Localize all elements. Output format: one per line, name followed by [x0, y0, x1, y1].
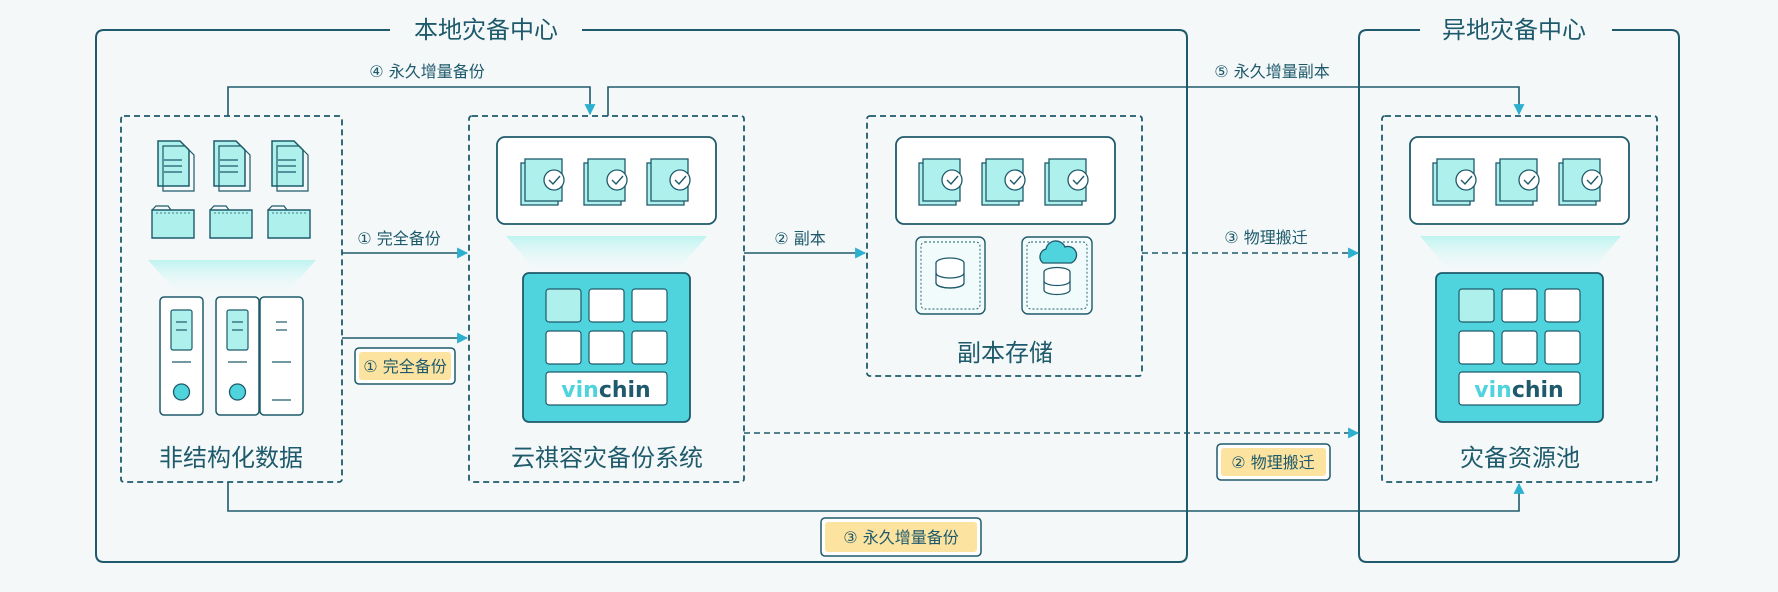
vinchin-logo: vinchin	[561, 378, 650, 403]
local-dr-center-title: 本地灾备中心	[414, 16, 558, 44]
replica-file-icon	[918, 158, 963, 206]
flow-incremental-replica: ⑤ 永久增量副本	[607, 62, 1525, 116]
vinchin-logo-part2: chin	[599, 378, 651, 403]
flow-incremental-backup-top: ④ 永久增量备份	[227, 62, 596, 116]
unstructured-data-label: 非结构化数据	[159, 444, 303, 472]
replica-file-icon	[1044, 158, 1089, 206]
replica-storage-node: 副本存储	[866, 115, 1143, 377]
remote-dr-center-title: 异地灾备中心	[1442, 16, 1586, 44]
badge-full-backup-label: ① 完全备份	[363, 357, 446, 376]
local-dr-center-frame: 本地灾备中心	[95, 16, 1188, 563]
cloud-database-icon	[1021, 236, 1093, 315]
backup-system-label: 云祺容灾备份系统	[511, 444, 703, 472]
flow-incremental-backup-bottom	[227, 482, 1525, 512]
remote-dr-center-frame: 异地灾备中心	[1358, 16, 1680, 563]
replica-storage-label: 副本存储	[957, 339, 1053, 367]
vinchin-logo-part1: vin	[561, 378, 599, 403]
server-icon	[259, 296, 304, 416]
server-icon	[215, 296, 260, 416]
flow-incremental-backup-top-label: ④ 永久增量备份	[369, 62, 484, 81]
flow-replica: ② 副本	[744, 229, 867, 259]
pool-file-icon	[1558, 158, 1603, 206]
document-icon	[213, 140, 251, 192]
folder-icon	[151, 205, 195, 239]
database-icon	[915, 236, 986, 315]
unstructured-data-node: 非结构化数据	[120, 115, 343, 483]
vinchin-logo: vinchin	[1474, 378, 1563, 403]
document-icon	[157, 140, 195, 192]
badge-incremental-backup-label: ③ 永久增量备份	[843, 528, 958, 547]
pool-file-icon	[1495, 158, 1540, 206]
backup-file-icon	[520, 158, 565, 206]
backup-file-icon	[583, 158, 628, 206]
flow-physical-migrate-label: ③ 物理搬迁	[1224, 228, 1307, 247]
badge-incremental-backup: ③ 永久增量备份	[820, 517, 982, 557]
badge-full-backup: ① 完全备份	[354, 347, 456, 385]
document-icon	[271, 140, 309, 192]
backup-file-icon	[646, 158, 691, 206]
folder-icon	[209, 205, 253, 239]
vinchin-appliance-icon: vinchin	[522, 272, 691, 423]
server-icon	[159, 296, 204, 416]
vinchin-appliance-icon: vinchin	[1435, 272, 1604, 423]
dr-resource-pool-node: vinchin 灾备资源池	[1381, 115, 1658, 483]
badge-physical-migrate-label: ② 物理搬迁	[1231, 453, 1314, 472]
flow-incremental-replica-label: ⑤ 永久增量副本	[1214, 62, 1329, 81]
flow-full-backup: ① 完全备份	[342, 229, 469, 259]
dr-resource-pool-label: 灾备资源池	[1460, 444, 1580, 472]
backup-system-node: vinchin 云祺容灾备份系统	[468, 115, 745, 483]
flow-physical-migrate: ③ 物理搬迁	[1142, 228, 1360, 259]
vinchin-logo-part2: chin	[1512, 378, 1564, 403]
pool-file-icon	[1432, 158, 1477, 206]
flow-full-backup-label: ① 完全备份	[357, 229, 440, 248]
vinchin-logo-part1: vin	[1474, 378, 1512, 403]
replica-file-icon	[981, 158, 1026, 206]
folder-icon	[267, 205, 311, 239]
flow-replica-label: ② 副本	[774, 229, 825, 248]
badge-physical-migrate: ② 物理搬迁	[1216, 443, 1331, 481]
